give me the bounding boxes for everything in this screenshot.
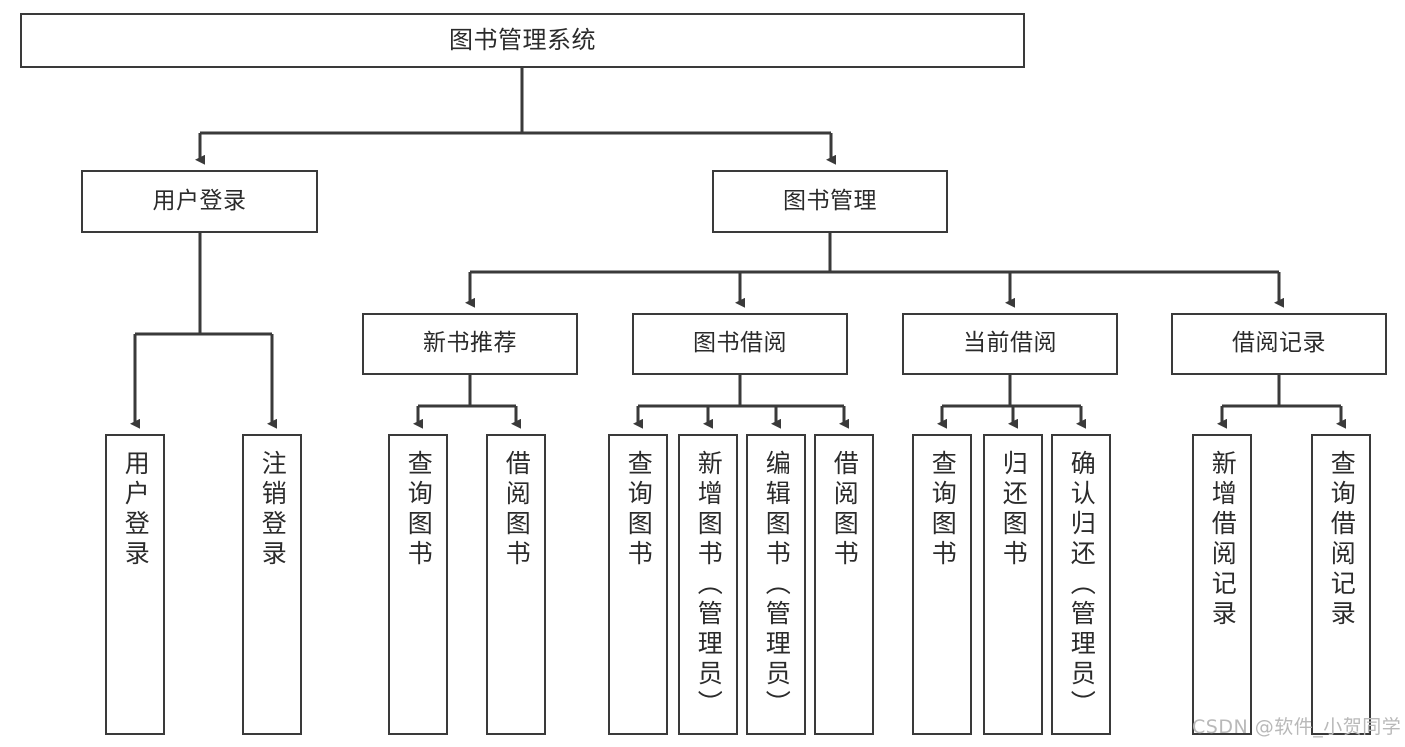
node-leaf-add-record[interactable]: 新增借阅记录: [1192, 434, 1252, 735]
node-leaf-user-logout-label: 注销登录: [258, 450, 288, 570]
node-leaf-query-book-2[interactable]: 查询图书: [608, 434, 668, 735]
node-leaf-query-record-label: 查询借阅记录: [1327, 450, 1357, 630]
node-leaf-edit-book[interactable]: 编辑图书（管理员）: [746, 434, 806, 735]
node-borrow-record[interactable]: 借阅记录: [1171, 313, 1387, 375]
node-book-manage-label: 图书管理: [783, 187, 877, 214]
node-new-book-recommend[interactable]: 新书推荐: [362, 313, 578, 375]
node-root-label: 图书管理系统: [449, 26, 596, 55]
node-leaf-query-book-2-label: 查询图书: [624, 450, 654, 570]
node-book-borrow-label: 图书借阅: [693, 330, 787, 357]
node-book-manage[interactable]: 图书管理: [712, 170, 948, 233]
node-leaf-borrow-book-2[interactable]: 借阅图书: [814, 434, 874, 735]
node-leaf-add-book[interactable]: 新增图书（管理员）: [678, 434, 738, 735]
node-leaf-query-book-1[interactable]: 查询图书: [388, 434, 448, 735]
node-user-login-label: 用户登录: [152, 187, 247, 214]
node-leaf-query-book-1-label: 查询图书: [404, 450, 434, 570]
node-current-borrow[interactable]: 当前借阅: [902, 313, 1118, 375]
node-leaf-borrow-book-1-label: 借阅图书: [502, 450, 532, 570]
node-new-book-recommend-label: 新书推荐: [423, 330, 517, 357]
node-borrow-record-label: 借阅记录: [1232, 330, 1326, 357]
node-leaf-query-book-3[interactable]: 查询图书: [912, 434, 972, 735]
node-leaf-borrow-book-2-label: 借阅图书: [830, 450, 860, 570]
node-current-borrow-label: 当前借阅: [963, 330, 1057, 357]
node-leaf-user-logout[interactable]: 注销登录: [242, 434, 302, 735]
node-leaf-edit-book-label: 编辑图书（管理员）: [762, 450, 792, 720]
node-user-login[interactable]: 用户登录: [81, 170, 318, 233]
node-root[interactable]: 图书管理系统: [20, 13, 1025, 68]
node-leaf-query-book-3-label: 查询图书: [928, 450, 958, 570]
node-leaf-user-login[interactable]: 用户登录: [105, 434, 165, 735]
node-leaf-return-book-label: 归还图书: [999, 450, 1029, 570]
node-leaf-query-record[interactable]: 查询借阅记录: [1311, 434, 1371, 735]
node-leaf-confirm-return[interactable]: 确认归还（管理员）: [1051, 434, 1111, 735]
node-leaf-confirm-return-label: 确认归还（管理员）: [1067, 450, 1097, 720]
node-leaf-add-book-label: 新增图书（管理员）: [694, 450, 724, 720]
node-leaf-user-login-label: 用户登录: [121, 450, 151, 570]
node-leaf-borrow-book-1[interactable]: 借阅图书: [486, 434, 546, 735]
node-leaf-return-book[interactable]: 归还图书: [983, 434, 1043, 735]
node-leaf-add-record-label: 新增借阅记录: [1208, 450, 1238, 630]
node-book-borrow[interactable]: 图书借阅: [632, 313, 848, 375]
